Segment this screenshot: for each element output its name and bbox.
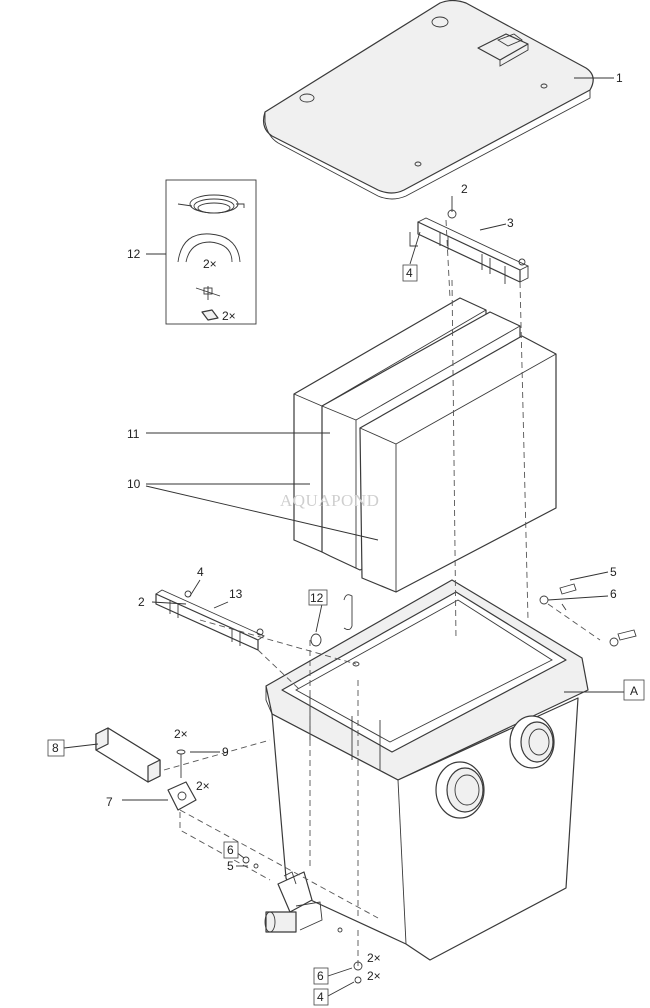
callout-3: 3 [507, 216, 514, 230]
callout-4-side: 4 [197, 565, 204, 579]
callout-5-left: 5 [227, 859, 234, 873]
qty-screw-9: 2× [174, 727, 188, 741]
tee-connector [195, 286, 221, 300]
leader-lines [63, 77, 624, 997]
callout-4-top: 4 [406, 266, 413, 280]
clamp-7 [167, 781, 197, 811]
callout-12-hook: 12 [310, 591, 324, 605]
callout-11: 11 [127, 427, 140, 441]
accessory-kit [165, 179, 257, 325]
outlet-port-left [435, 761, 485, 819]
watermark-text: AQUAPOND [280, 491, 379, 510]
handle-bar-top [409, 209, 530, 284]
mount-bracket-8 [95, 727, 161, 783]
qty-kit-hose: 2× [203, 257, 217, 271]
callout-2-top: 2 [461, 182, 468, 196]
qty-bottom-2: 2× [367, 969, 381, 983]
callouts: 1 2 3 4 12 2× 2× 11 10 4 2 13 12 5 6 A 8… [47, 71, 645, 1006]
callout-7: 7 [106, 795, 113, 809]
callout-9: 9 [222, 745, 229, 759]
hose-coil [177, 194, 245, 214]
callout-6-bottom: 6 [317, 969, 324, 983]
lid [262, 0, 594, 200]
callout-2-side: 2 [138, 595, 145, 609]
callout-A: A [630, 684, 638, 698]
qty-bottom-1: 2× [367, 951, 381, 965]
callout-1: 1 [616, 71, 623, 85]
callout-5-right: 5 [610, 565, 617, 579]
handle-bar-side [155, 589, 265, 651]
qty-clamp-7: 2× [196, 779, 210, 793]
callout-6-right: 6 [610, 587, 617, 601]
outlet-port-right [509, 715, 555, 769]
assembly-lines [163, 219, 601, 966]
screw-9 [176, 749, 186, 778]
callout-10: 10 [127, 477, 141, 491]
hose-arc [177, 233, 241, 263]
callout-4-bottom: 4 [317, 990, 324, 1004]
callout-6-left: 6 [227, 843, 234, 857]
callout-13: 13 [229, 587, 243, 601]
foam-block-front [359, 335, 557, 593]
qty-kit-fitting: 2× [222, 309, 236, 323]
hose-fitting [201, 309, 219, 321]
callout-12-kit: 12 [127, 247, 141, 261]
hardware-parts [242, 583, 637, 984]
filter-foams [293, 297, 557, 593]
drain-valve [264, 871, 323, 933]
hook-fitting [310, 594, 360, 667]
callout-8: 8 [52, 741, 59, 755]
filter-housing [264, 579, 589, 961]
